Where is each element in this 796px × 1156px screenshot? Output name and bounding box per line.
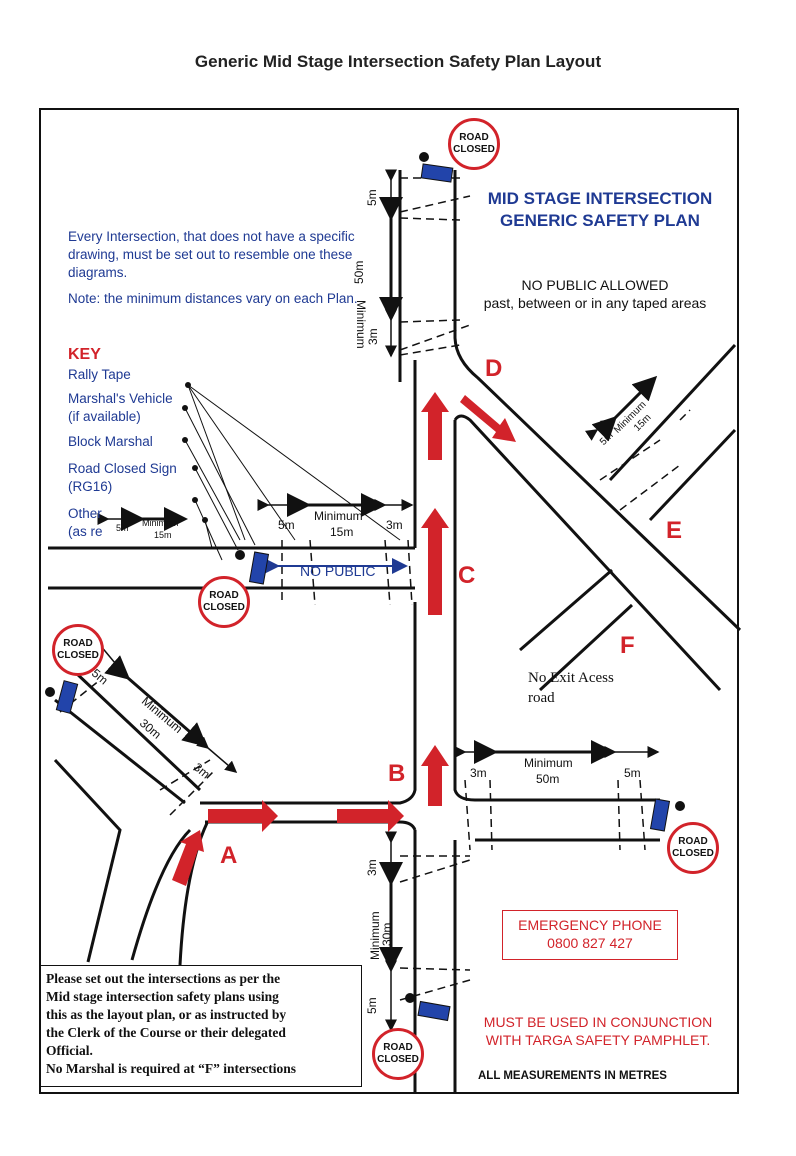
dim-left-min: Minimum	[314, 509, 363, 523]
key-item-as-re: (as re	[68, 524, 103, 539]
instructions-line: No Marshal is required at “F” intersecti…	[46, 1061, 296, 1076]
key-item-road-closed-sign: Road Closed Sign	[68, 461, 177, 476]
key-leader-lines	[184, 384, 401, 561]
key-item-other: Other	[68, 506, 102, 521]
dim-right-3m: 3m	[470, 766, 487, 780]
instructions-box: Please set out the intersections as per …	[40, 965, 362, 1087]
plan-title-line-1: MID STAGE INTERSECTION	[487, 189, 713, 208]
letter-b: B	[388, 760, 406, 787]
plan-title: MID STAGE INTERSECTION GENERIC SAFETY PL…	[430, 188, 770, 232]
no-exit-line-1: No Exit Acess	[528, 670, 614, 686]
letter-e: E	[666, 517, 683, 544]
instructions-line: Official.	[46, 1043, 93, 1058]
emergency-phone-box: EMERGENCY PHONE 0800 827 427	[502, 910, 678, 960]
traffic-arrows	[172, 392, 516, 886]
key-dim-min: Minimum	[142, 518, 179, 528]
emergency-label: EMERGENCY PHONE	[518, 917, 662, 933]
instructions-line: this as the layout plan, or as instructe…	[46, 1007, 287, 1022]
dim-bot-30m: 30m	[380, 922, 394, 946]
dim-top-50m: 50m	[352, 260, 366, 284]
must-use-line-1: MUST BE USED IN CONJUNCTION	[483, 1014, 713, 1030]
dim-top-5m: 5m	[365, 189, 379, 206]
block-marshals	[45, 152, 685, 1003]
dim-left-5m: 5m	[278, 518, 295, 532]
dim-right-5m: 5m	[624, 766, 641, 780]
letter-f: F	[620, 632, 635, 659]
key-dim-15m: 15m	[154, 530, 172, 540]
all-measurements-note: ALL MEASUREMENTS IN METRES	[478, 1070, 667, 1082]
must-use-notice: MUST BE USED IN CONJUNCTION WITH TARGA S…	[458, 1013, 738, 1049]
no-public-notice: NO PUBLIC ALLOWED past, between or in an…	[440, 276, 750, 312]
dim-right-50m: 50m	[536, 772, 560, 786]
must-use-line-2: WITH TARGA SAFETY PAMPHLET.	[485, 1032, 711, 1048]
instructions-line: Please set out the intersections as per …	[46, 971, 281, 986]
page-title: Generic Mid Stage Intersection Safety Pl…	[194, 52, 602, 71]
dim-left-3m: 3m	[386, 518, 403, 532]
dim-bot-3m: 3m	[365, 859, 379, 876]
key-item-block-marshal: Block Marshal	[68, 434, 153, 449]
intro-text: Every Intersection, that does not have a…	[68, 229, 355, 280]
letter-a: A	[220, 842, 238, 869]
letter-c: C	[458, 562, 476, 589]
marshal-vehicles	[55, 163, 671, 1022]
key-item-marshal-vehicle: Marshal's Vehicle	[68, 391, 173, 406]
no-exit-label: No Exit Acess road	[528, 668, 648, 708]
key-title: KEY	[68, 346, 101, 363]
note-text: Note: the minimum distances vary on each…	[68, 291, 358, 306]
no-exit-line-2: road	[528, 690, 555, 706]
key-item-if-available: (if available)	[68, 409, 141, 424]
key-item-rg16: (RG16)	[68, 479, 113, 494]
plan-title-line-2: GENERIC SAFETY PLAN	[500, 211, 700, 230]
dim-left-15m: 15m	[330, 525, 354, 539]
emergency-number: 0800 827 427	[547, 935, 633, 951]
no-public-road-label: NO PUBLIC	[300, 563, 376, 579]
key-item-rally-tape: Rally Tape	[68, 367, 131, 382]
dim-right-min: Minimum	[524, 756, 573, 770]
dim-top-3m: 3m	[366, 328, 380, 345]
key-dim-5m: 5m	[116, 523, 129, 533]
no-public-line-1: NO PUBLIC ALLOWED	[521, 277, 669, 293]
no-public-line-2: past, between or in any taped areas	[483, 295, 707, 311]
dim-bot-5m: 5m	[365, 997, 379, 1014]
diagram-frame	[39, 108, 739, 1094]
instructions-line: the Clerk of the Course or their delegat…	[46, 1025, 286, 1040]
letter-d: D	[485, 355, 503, 382]
instructions-line: Mid stage intersection safety plans usin…	[46, 989, 279, 1004]
dimension-lines	[88, 169, 660, 1032]
